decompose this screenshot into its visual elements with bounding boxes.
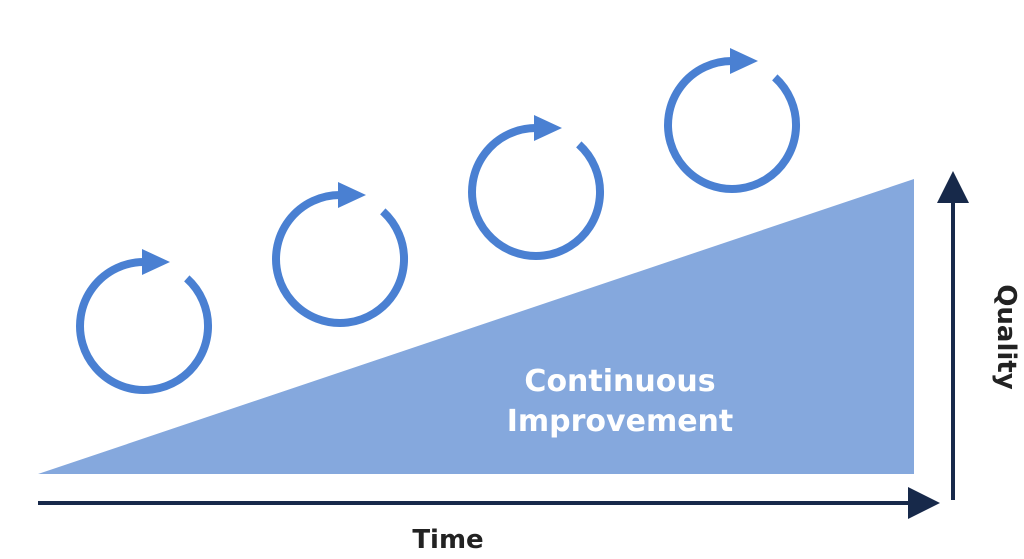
refresh-cycle-icon: [76, 249, 213, 394]
refresh-cycle-icon: [664, 48, 801, 193]
time-axis-label: Time: [412, 525, 483, 555]
title-line-1: Continuous: [524, 364, 715, 399]
refresh-cycle-icon: [468, 115, 605, 260]
cycle-arrowhead: [142, 249, 170, 275]
cycle-arc: [468, 124, 605, 260]
cycle-arc: [76, 258, 213, 394]
refresh-cycle-icon: [272, 182, 409, 327]
cycle-arrowhead: [730, 48, 758, 74]
improvement-wedge: [38, 179, 914, 474]
cycle-arrowhead: [534, 115, 562, 141]
cycle-arc: [664, 57, 801, 193]
cycle-arrowhead: [338, 182, 366, 208]
cycle-icons-group: [76, 48, 801, 394]
quality-axis-label: Quality: [991, 284, 1021, 389]
title-line-2: Improvement: [507, 404, 734, 439]
cycle-arc: [272, 191, 409, 327]
